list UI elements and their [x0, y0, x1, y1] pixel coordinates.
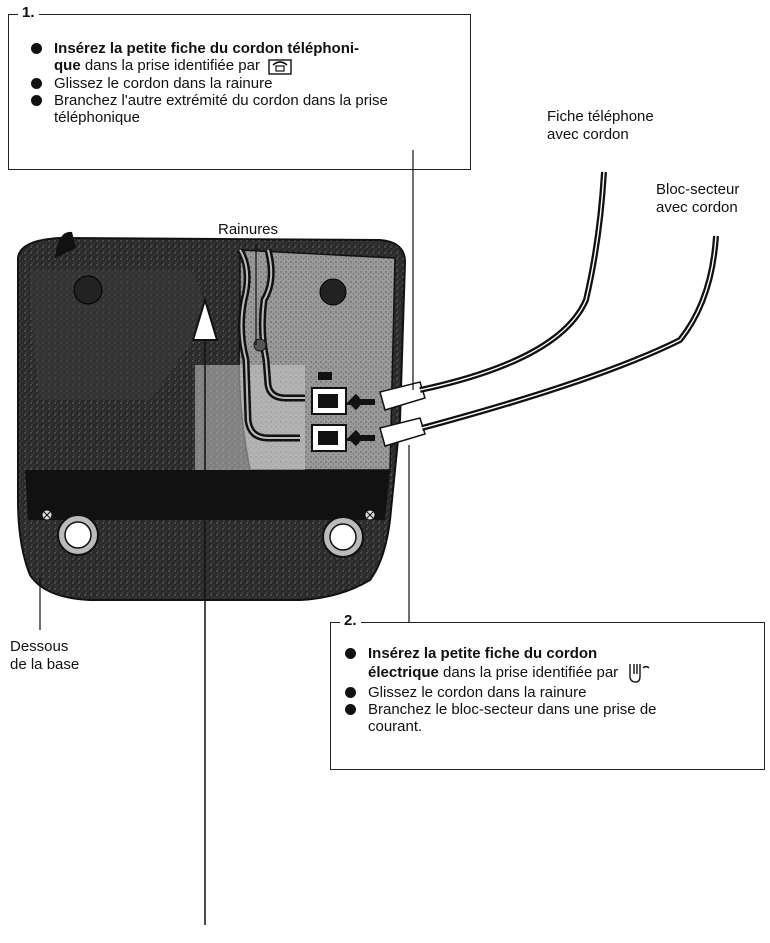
arrow-phone-jack [344, 393, 375, 411]
power-cord [421, 235, 719, 431]
rubber-foot-right [322, 516, 364, 558]
label-dessous-line1: Dessous [10, 638, 69, 655]
step1-instructions: Insérez la petite fiche du cordon téléph… [28, 40, 458, 126]
step2-item-3-text: Branchez le bloc-secteur dans une prise … [368, 701, 657, 735]
step2-item-3: Branchez le bloc-secteur dans une prise … [342, 701, 668, 735]
phone-socket-icon [268, 59, 292, 75]
power-socket-icon [629, 664, 650, 683]
label-fiche-line2: avec cordon [547, 126, 629, 143]
bullet-icon [345, 648, 356, 659]
label-fiche-line1: Fiche téléphone [547, 108, 654, 125]
rubber-foot-left [57, 514, 99, 556]
step2-item-1: Insérez la petite fiche du cordon électr… [342, 645, 752, 684]
step1-item-2-text: Glissez le cordon dans la rainure [54, 75, 273, 93]
knob-left [73, 275, 103, 305]
arrow-power-jack [344, 429, 375, 447]
label-bloc-line1: Bloc-secteur [656, 181, 740, 198]
step1-item-1-bold: Insérez la petite fiche du cordon téléph… [54, 40, 360, 57]
step1-item-1-bold2: que [54, 57, 81, 74]
bullet-icon [31, 43, 42, 54]
step2-item-1-bold2: électrique [368, 663, 439, 681]
knob-right [319, 278, 347, 306]
step1-item-3-text: Branchez l'autre extrémité du cordon dan… [54, 92, 388, 127]
step1-number: 1. [18, 4, 39, 21]
base-bottom-band [25, 470, 390, 520]
base-flap [30, 270, 204, 400]
step2-instructions: Insérez la petite fiche du cordon électr… [342, 645, 752, 735]
step2-item-1-text: dans la prise identifiée par [438, 663, 619, 681]
base-top-hook [55, 231, 76, 258]
bullet-icon [345, 687, 356, 698]
step1-item-3: Branchez l'autre extrémité du cordon dan… [28, 92, 464, 126]
step1-item-1: Insérez la petite fiche du cordon téléph… [28, 40, 458, 75]
long-arrow-head [191, 296, 219, 341]
power-plug [379, 417, 426, 447]
power-jack [311, 424, 347, 452]
phone-jack [311, 387, 347, 415]
step1-item-2: Glissez le cordon dans la rainure [28, 75, 458, 92]
screw-left [41, 509, 53, 521]
label-rainures: Rainures [218, 221, 279, 238]
step2-item-2: Glissez le cordon dans la rainure [342, 684, 752, 701]
bullet-icon [31, 95, 42, 107]
step2-panel [330, 622, 765, 770]
step1-panel [8, 14, 471, 170]
phone-cord [419, 171, 607, 393]
step2-item-1-bold: Insérez la petite fiche du cordon [368, 645, 598, 662]
step2-item-2-text: Glissez le cordon dans la rainure [368, 684, 587, 701]
bullet-icon [345, 704, 356, 715]
label-dessous-line2: de la base [10, 656, 80, 673]
phone-plug [379, 381, 426, 411]
step2-number: 2. [340, 612, 361, 629]
phone-jack-symbol [318, 372, 332, 380]
label-fiche-telephone: Fiche téléphone avec cordon [547, 108, 654, 144]
bullet-icon [31, 78, 42, 90]
screw-right [364, 509, 376, 521]
label-dessous-base: Dessous de la base [10, 638, 79, 674]
step1-item-1-text: dans la prise identifiée par [80, 57, 260, 74]
label-bloc-line2: avec cordon [656, 199, 738, 216]
label-bloc-secteur: Bloc-secteur avec cordon [656, 181, 739, 217]
